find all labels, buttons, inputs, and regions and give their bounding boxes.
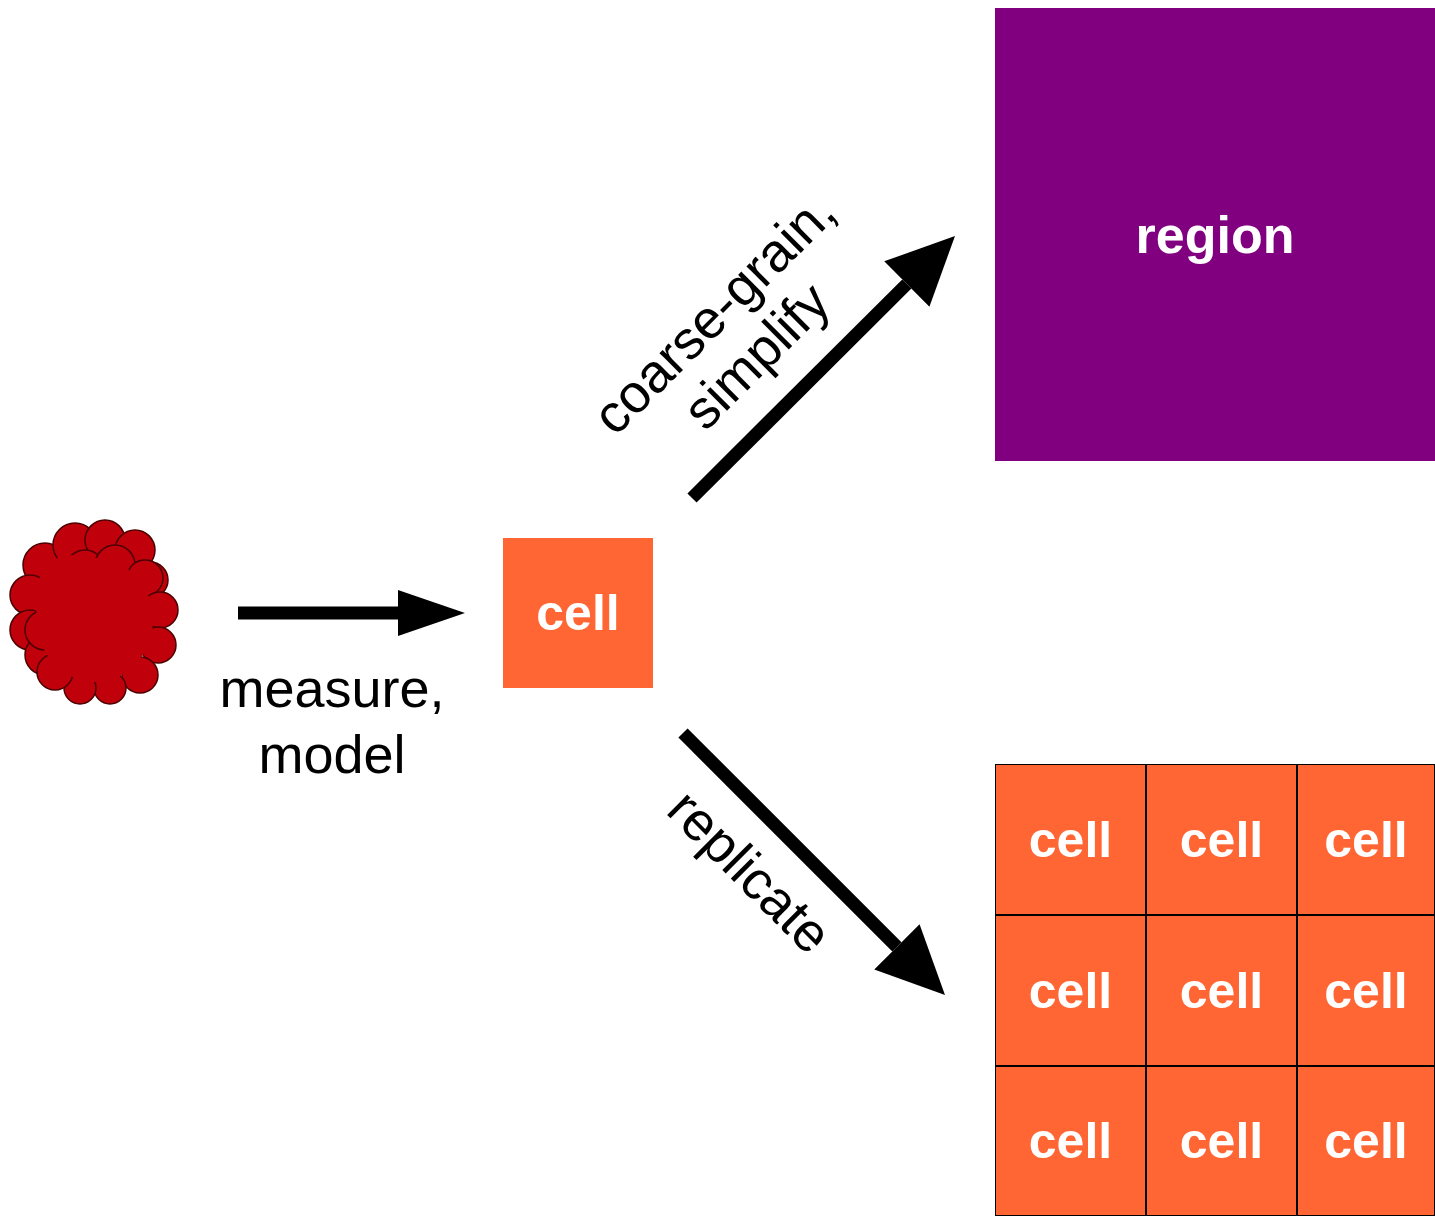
node-label: cell [1324, 811, 1407, 869]
node-label: cell [1029, 962, 1112, 1020]
step-label: measure, model [187, 656, 477, 788]
node-label: cell [1180, 811, 1263, 869]
node-label: cell [1029, 1112, 1112, 1170]
edge-label: replicate [598, 719, 902, 1023]
cell-box: cell [503, 538, 653, 688]
cell-box: cell [995, 915, 1146, 1066]
node-label: cell [536, 584, 619, 642]
node-label: cell [1324, 962, 1407, 1020]
cell-box: cell [1146, 764, 1297, 915]
node-label: cell [1029, 811, 1112, 869]
region-box: region [995, 8, 1435, 461]
cell-box: cell [995, 764, 1146, 915]
tumor-blob [10, 520, 178, 704]
tumor-blob-fill [35, 555, 153, 682]
cell-box: cell [1297, 1066, 1435, 1216]
cell-box: cell [1297, 764, 1435, 915]
node-label: cell [1180, 962, 1263, 1020]
measure-arrow [238, 590, 465, 636]
cell-box: cell [995, 1066, 1146, 1216]
node-label: cell [1180, 1112, 1263, 1170]
cell-box: cell [1146, 915, 1297, 1066]
node-label: region [1136, 205, 1295, 265]
cell-box: cell [1146, 1066, 1297, 1216]
cell-box: cell [1297, 915, 1435, 1066]
node-label: cell [1324, 1112, 1407, 1170]
